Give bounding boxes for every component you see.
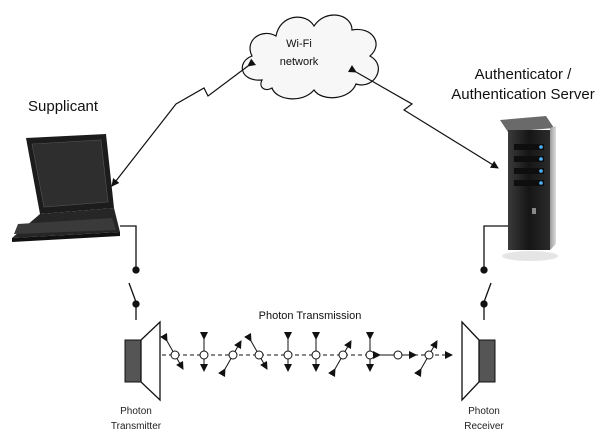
laptop-icon [12, 134, 120, 242]
photon [170, 350, 180, 360]
server-label-line2: Authentication Server [451, 86, 595, 103]
photon [311, 350, 321, 360]
supplicant-label: Supplicant [28, 98, 99, 115]
photon [338, 350, 348, 360]
photon [283, 350, 293, 360]
transmitter-label-line1: Photon [120, 406, 152, 417]
photon [365, 350, 375, 360]
cloud-label-line2: network [279, 56, 319, 68]
wireless-link-left [111, 58, 256, 187]
photon [254, 350, 264, 360]
photon-emitter-icon [124, 320, 161, 402]
wireless-link-right [347, 65, 499, 169]
photon-group [160, 332, 438, 378]
switch-icon [120, 225, 140, 320]
photon [424, 350, 434, 360]
server-label-line1: Authenticator / [474, 66, 572, 83]
switch-icon-right [480, 225, 508, 320]
photon-detector-icon [461, 320, 496, 402]
cloud-icon [241, 14, 379, 100]
cloud-label-line1: Wi-Fi [286, 38, 312, 50]
receiver-label-line1: Photon [468, 406, 500, 417]
photon [199, 350, 209, 360]
photon [228, 350, 238, 360]
receiver-label-line2: Receiver [464, 421, 504, 432]
photon [393, 350, 403, 360]
transmitter-label-line2: Transmitter [110, 421, 162, 432]
server-tower-icon [500, 116, 558, 261]
photon-transmission-label: Photon Transmission [258, 310, 362, 322]
